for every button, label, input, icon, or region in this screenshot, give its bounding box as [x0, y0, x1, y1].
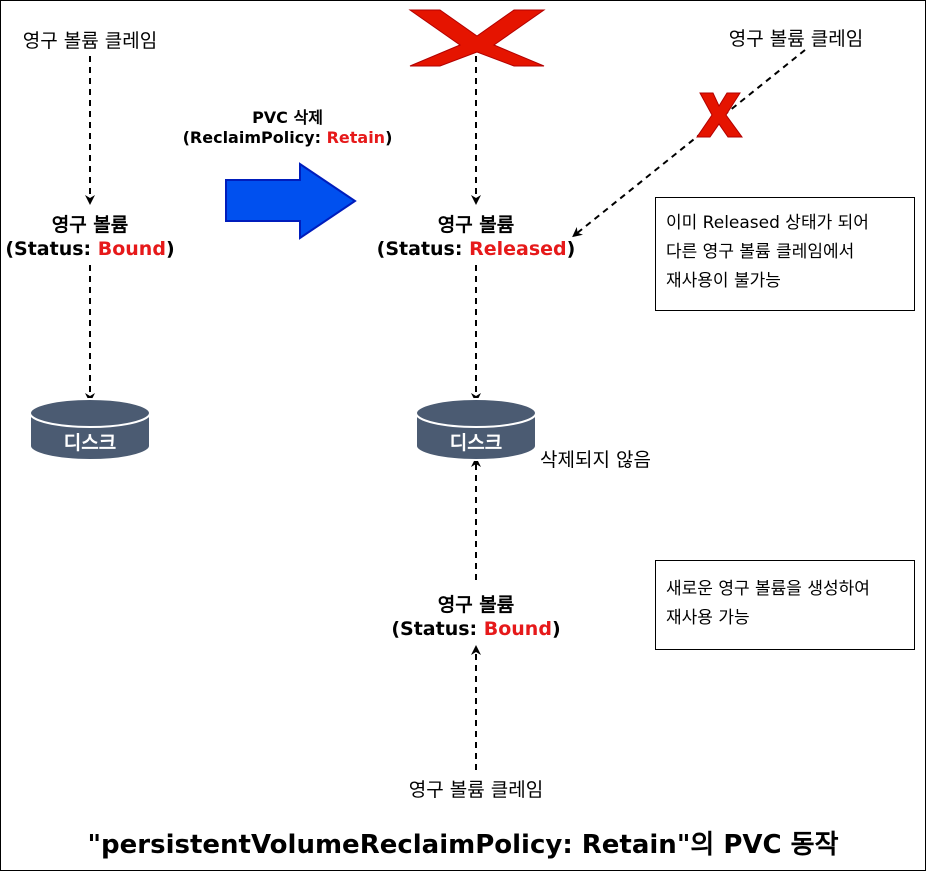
status-value: Bound — [97, 238, 166, 260]
status-prefix: (Status: — [376, 238, 470, 260]
bottom-volume-status: (Status: Bound) — [376, 618, 576, 640]
left-volume-status: (Status: Bound) — [0, 238, 180, 260]
right-claim-to-volume-arrow — [572, 49, 806, 238]
middle-disk-label: 디스크 — [449, 432, 503, 454]
status-suffix: ) — [566, 238, 576, 260]
middle-volume-label: 영구 볼륨 — [437, 214, 515, 236]
blocked-cross-icon — [696, 92, 743, 138]
bottom-volume-label: 영구 볼륨 — [437, 594, 515, 616]
left-claim-label: 영구 볼륨 클레임 — [22, 30, 158, 52]
middle-disk-icon — [415, 398, 537, 461]
transition-label-line2: (ReclaimPolicy: Retain) — [180, 128, 395, 147]
status-prefix: (Status: — [5, 238, 98, 260]
note-reuse-line2: 재사용 가능 — [666, 608, 750, 628]
status-suffix: ) — [551, 618, 561, 640]
bottom-claim-label: 영구 볼륨 클레임 — [408, 779, 544, 801]
status-prefix: (Status: — [391, 618, 484, 640]
transition-label-line1: PVC 삭제 — [252, 108, 323, 127]
middle-volume-status: (Status: Released) — [366, 238, 586, 260]
note-reuse: 새로운 영구 볼륨을 생성하여 재사용 가능 — [655, 560, 915, 650]
note-released-line2: 다른 영구 볼륨 클레임에서 — [666, 242, 855, 262]
note-reuse-line1: 새로운 영구 볼륨을 생성하여 — [666, 579, 870, 599]
status-value: Bound — [483, 618, 552, 640]
status-value: Released — [469, 238, 567, 260]
transition-arrow — [225, 162, 357, 240]
policy-prefix: (ReclaimPolicy: — [182, 128, 327, 147]
policy-value: Retain — [326, 128, 386, 147]
deleted-claim-cross-icon — [408, 9, 546, 67]
right-claim-label: 영구 볼륨 클레임 — [728, 28, 864, 50]
left-disk-icon — [29, 398, 151, 461]
diagram-title: "persistentVolumeReclaimPolicy: Retain"의… — [87, 830, 839, 860]
middle-disk-note: 삭제되지 않음 — [540, 449, 651, 471]
status-suffix: ) — [165, 238, 175, 260]
left-disk-label: 디스크 — [63, 432, 117, 454]
note-released-line1: 이미 Released 상태가 되어 — [666, 213, 869, 233]
policy-suffix: ) — [385, 128, 393, 147]
note-released-line3: 재사용이 불가능 — [666, 271, 781, 291]
note-released: 이미 Released 상태가 되어 다른 영구 볼륨 클레임에서 재사용이 불… — [655, 197, 915, 311]
left-volume-label: 영구 볼륨 — [51, 214, 129, 236]
